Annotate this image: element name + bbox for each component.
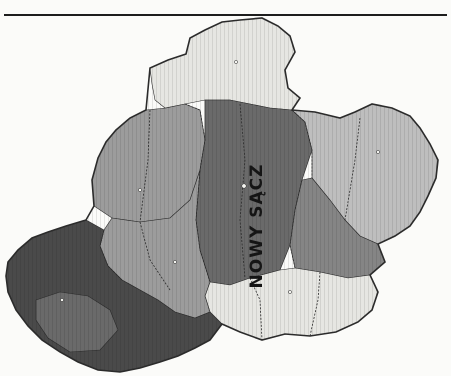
scan-texture <box>6 18 438 372</box>
city-label: NOWY SĄCZ <box>247 164 267 289</box>
district-boundaries <box>99 103 361 341</box>
city-label-text: NOWY SĄCZ <box>247 164 267 289</box>
map-outline <box>5 17 439 373</box>
top-rule-line <box>4 14 447 16</box>
town-markers <box>60 60 380 302</box>
